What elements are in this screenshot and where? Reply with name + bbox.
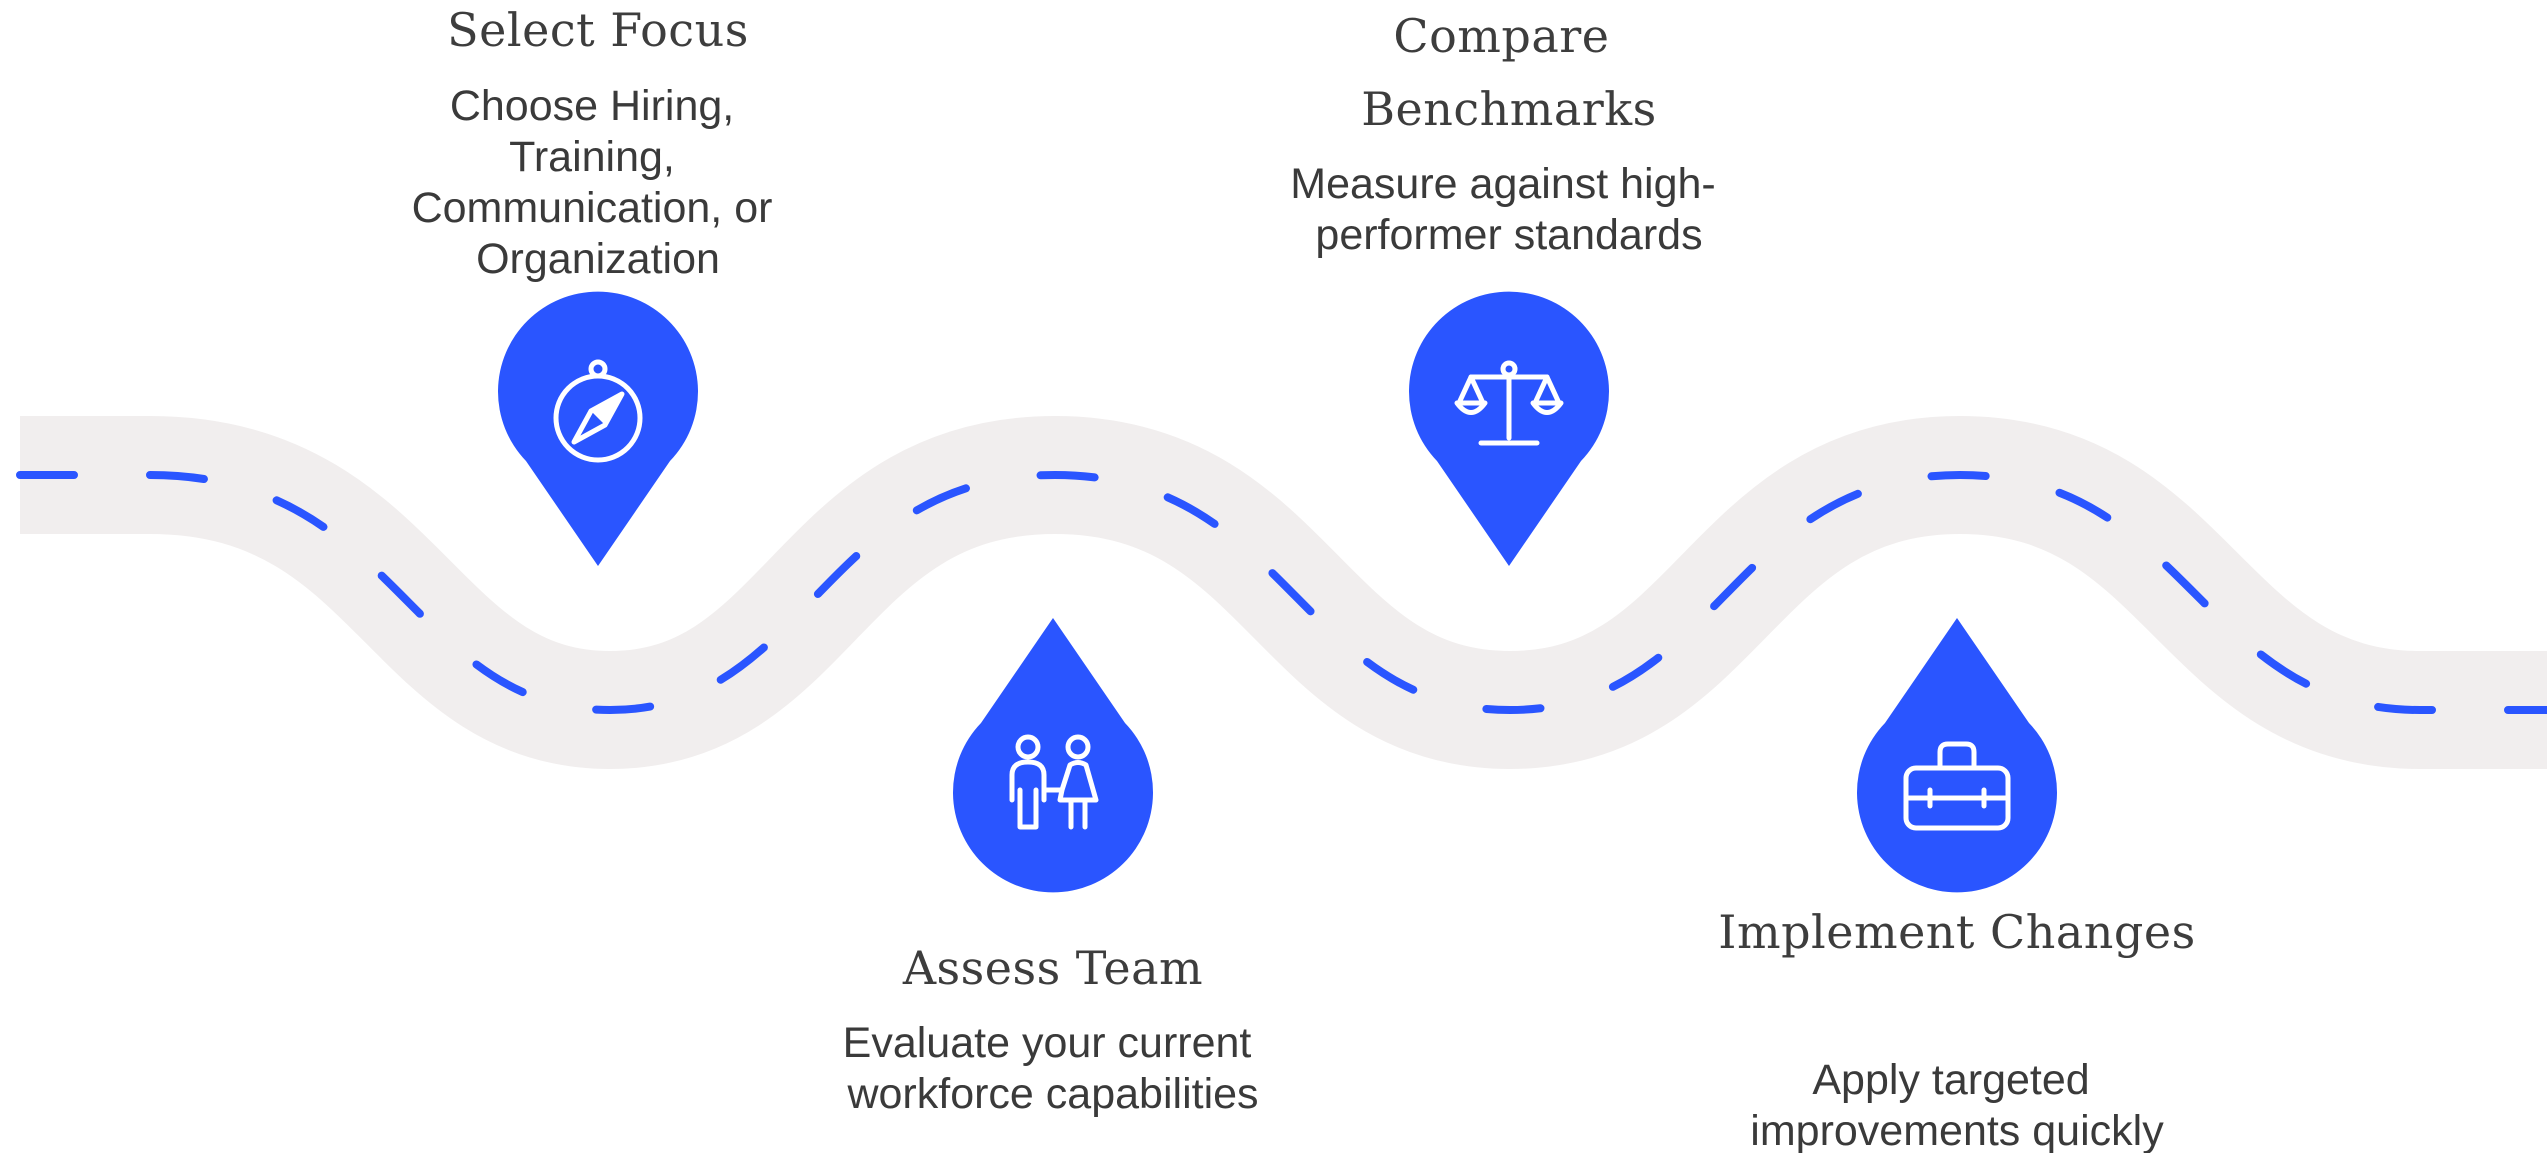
step-description: Apply targeted improvements quickly [1750,1056,2164,1153]
step-title-line: Compare [1393,9,1609,63]
step-description-line: Evaluate your current [843,1019,1252,1067]
compass-icon [553,359,643,463]
map-pin-marker [1409,291,1610,566]
step-implement-changes: Implement Changes Apply targeted improve… [1718,618,2195,1153]
step-title: Assess Team [902,941,1203,995]
step-title: Select Focus [447,3,749,57]
step-title-line: Benchmarks [1361,82,1657,136]
step-compare-benchmarks: Compare Benchmarks Measure against high-… [1290,9,1727,566]
map-pin-marker [497,291,698,566]
step-description: Evaluate your current workforce capabili… [843,1019,1264,1118]
step-select-focus: Select Focus Choose Hiring, Training, Co… [412,3,785,566]
step-title: Implement Changes [1718,905,2195,959]
toolbox-icon [1903,741,2011,831]
step-description-line: Apply targeted [1812,1056,2089,1104]
step-description: Choose Hiring, Training, Communication, … [412,82,785,283]
step-title: Compare Benchmarks [1361,9,1657,136]
step-description-line: Training, [509,133,675,181]
step-assess-team: Assess Team Evaluate your current workfo… [843,618,1264,1118]
step-title-line: Assess Team [902,941,1203,995]
step-description-line: improvements quickly [1750,1107,2164,1153]
step-title-line: Select Focus [447,3,749,57]
map-pin-marker [952,618,1153,893]
step-description-line: workforce capabilities [846,1070,1258,1118]
step-description-line: Choose Hiring, [450,82,734,130]
road-centerline [16,470,2547,715]
step-description-line: performer standards [1315,211,1702,259]
people-icon [1009,734,1099,830]
step-description-line: Measure against high- [1290,160,1715,208]
step-title-line: Implement Changes [1718,905,2195,959]
map-pin-marker [1856,618,2057,893]
step-description: Measure against high- performer standard… [1290,160,1727,259]
scales-icon [1454,360,1564,446]
step-description-line: Organization [476,235,720,283]
step-description-line: Communication, or [412,184,773,232]
